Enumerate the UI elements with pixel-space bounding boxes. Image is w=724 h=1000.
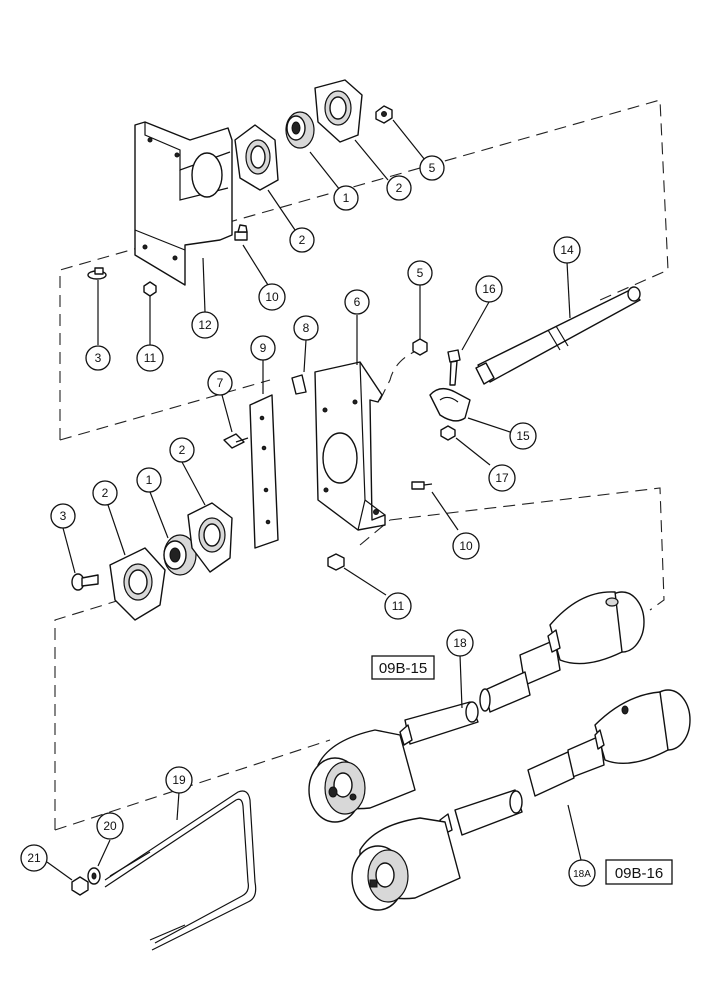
driveline-upper-assembly xyxy=(479,591,645,713)
callout-5-upper: 5 xyxy=(419,155,445,181)
carriage-bolt-upper xyxy=(87,267,107,280)
callout-label: 16 xyxy=(482,282,496,296)
callout-label: 5 xyxy=(417,266,424,280)
callout-label: 3 xyxy=(60,509,67,523)
callout-3-upper: 3 xyxy=(85,345,111,371)
callout-20: 20 xyxy=(96,812,124,840)
callout-2-lower-right: 2 xyxy=(169,437,195,463)
assembly-outline-lower xyxy=(54,487,665,831)
callout-label: 2 xyxy=(102,486,109,500)
callout-17: 17 xyxy=(488,464,516,492)
nut-mid xyxy=(412,338,428,356)
callout-label: 14 xyxy=(560,243,574,257)
callout-16: 16 xyxy=(475,275,503,303)
callout-label: 1 xyxy=(146,473,153,487)
flange-lower-left xyxy=(109,547,166,621)
callout-label: 17 xyxy=(495,471,509,485)
mounting-strip xyxy=(249,394,279,549)
reference-label: 09B-16 xyxy=(615,865,663,882)
driveline-right-yoke xyxy=(351,817,461,911)
lower-mounting-bracket xyxy=(314,361,386,531)
callout-19: 19 xyxy=(165,766,193,794)
bearing-lower xyxy=(163,534,197,576)
callout-label: 11 xyxy=(392,599,405,613)
callout-15: 15 xyxy=(509,422,537,450)
hex-bolt xyxy=(447,349,461,386)
leader-lines xyxy=(46,119,582,881)
callout-1-upper: 1 xyxy=(333,185,359,211)
callout-21: 21 xyxy=(20,844,48,872)
callout-3-lower: 3 xyxy=(50,503,76,529)
callout-5-mid: 5 xyxy=(407,260,433,286)
callout-label: 1 xyxy=(343,191,350,205)
flange-upper-left xyxy=(234,124,279,191)
callout-11-upper: 11 xyxy=(136,344,164,372)
callout-18: 18 xyxy=(446,629,474,657)
nut-upper-left xyxy=(143,281,157,297)
callout-label: 10 xyxy=(459,539,473,553)
callout-label: 2 xyxy=(299,233,306,247)
callout-14: 14 xyxy=(553,236,581,264)
screw-mid xyxy=(411,481,433,490)
callout-label: 20 xyxy=(103,819,117,833)
wing-screw xyxy=(223,433,249,449)
driveline-left-tube xyxy=(399,701,479,746)
driveline-left-yoke xyxy=(308,729,416,823)
callout-2-lower-left: 2 xyxy=(92,480,118,506)
nut-lower xyxy=(327,553,345,571)
callout-10-upper: 10 xyxy=(258,283,286,311)
callout-6: 6 xyxy=(344,289,370,315)
upper-mounting-bracket xyxy=(134,121,233,286)
callout-2-upper-left: 2 xyxy=(289,227,315,253)
u-bolt-rod xyxy=(104,790,257,951)
callout-2-upper-right: 2 xyxy=(386,175,412,201)
driveline-right-tube xyxy=(439,789,523,836)
shaft-clamp xyxy=(429,387,471,422)
clamp-nut xyxy=(440,425,456,441)
callout-label: 18A xyxy=(573,869,591,880)
callout-7: 7 xyxy=(207,370,233,396)
callout-label: 2 xyxy=(179,443,186,457)
callout-label: 2 xyxy=(396,181,403,195)
callout-label: 15 xyxy=(516,429,530,443)
callout-label: 3 xyxy=(95,351,102,365)
callout-label: 21 xyxy=(27,851,41,865)
callout-label: 10 xyxy=(265,290,279,304)
callout-label: 11 xyxy=(144,351,157,365)
reference-box-09b-16: 09B-16 xyxy=(605,859,673,885)
callout-label: 12 xyxy=(198,318,212,332)
callout-12: 12 xyxy=(191,311,219,339)
callout-11-lower: 11 xyxy=(384,592,412,620)
callout-18a: 18A xyxy=(568,859,596,887)
callout-label: 8 xyxy=(303,321,310,335)
flange-upper-right xyxy=(314,79,363,143)
driveline-lower-assembly xyxy=(527,689,691,797)
assembly-outline-upper xyxy=(59,99,669,441)
callout-label: 5 xyxy=(429,161,436,175)
callout-9: 9 xyxy=(250,335,276,361)
drive-shaft xyxy=(475,286,641,385)
flange-lower-right xyxy=(187,502,233,573)
callout-label: 6 xyxy=(354,295,361,309)
callout-label: 19 xyxy=(172,773,186,787)
callout-8: 8 xyxy=(293,315,319,341)
callout-label: 9 xyxy=(260,341,267,355)
screw-upper xyxy=(234,224,248,241)
callout-label: 18 xyxy=(453,636,467,650)
callout-10-lower: 10 xyxy=(452,532,480,560)
callout-1-lower: 1 xyxy=(136,467,162,493)
bearing-upper xyxy=(285,111,315,149)
reference-label: 09B-15 xyxy=(379,660,427,677)
carriage-bolt-lower xyxy=(71,573,99,591)
hex-nut xyxy=(71,876,89,896)
callout-label: 7 xyxy=(217,376,224,390)
reference-box-09b-15: 09B-15 xyxy=(371,655,435,680)
nut-upper xyxy=(375,105,393,124)
spring-clip xyxy=(291,374,307,395)
washer xyxy=(87,867,101,885)
